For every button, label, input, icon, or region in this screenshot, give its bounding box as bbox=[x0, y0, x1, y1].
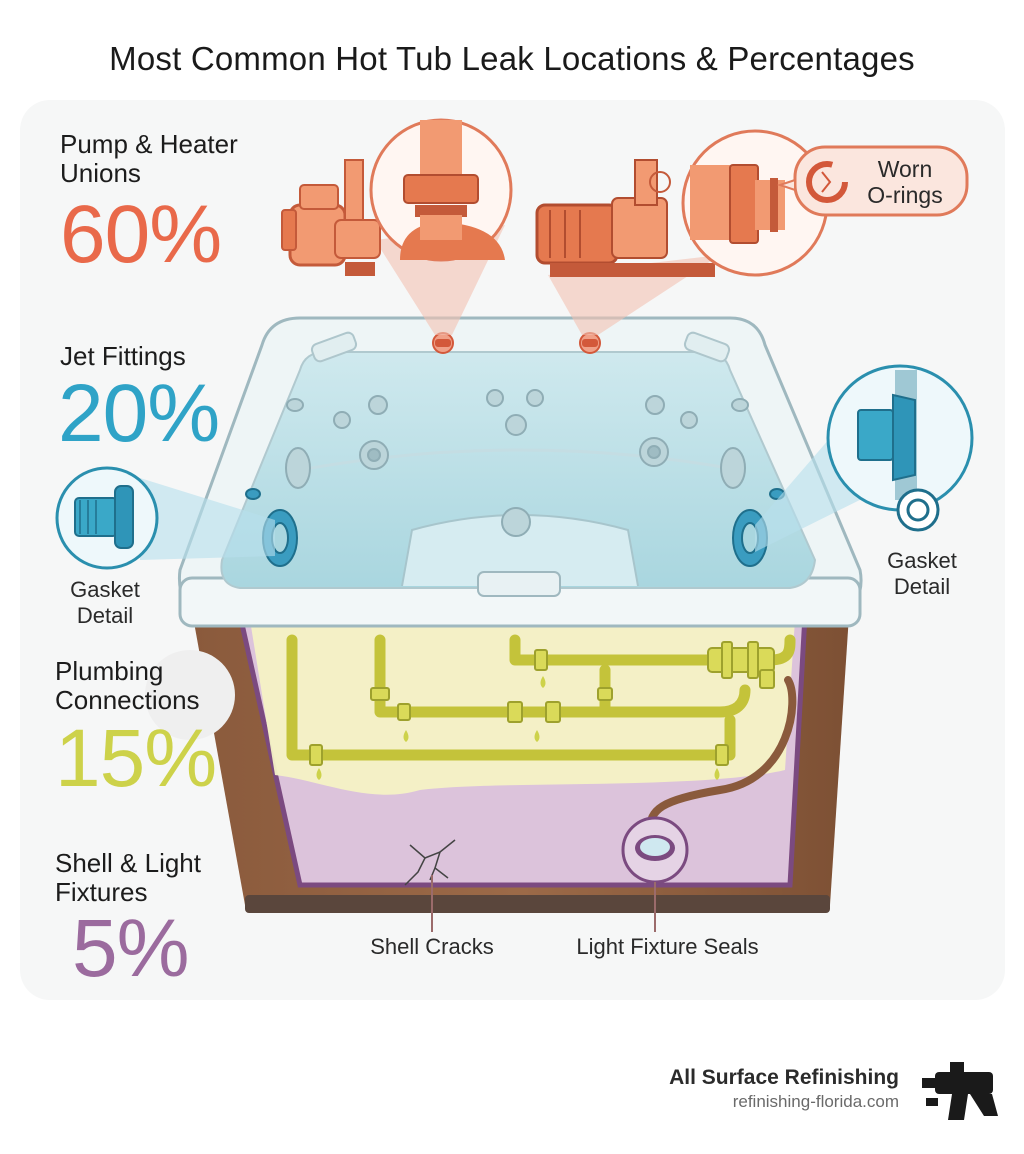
label-line: Fixtures bbox=[55, 877, 148, 907]
brand-name: All Surface Refinishing bbox=[669, 1066, 899, 1089]
label-line: Plumbing bbox=[55, 656, 164, 686]
category-pump-heater-percent: 60% bbox=[60, 189, 222, 280]
label-line: Gasket bbox=[887, 548, 957, 573]
zoom-cone-jet-left bbox=[140, 478, 275, 560]
pipe-couplings bbox=[309, 641, 775, 766]
worn-orings-label: Worn O-rings bbox=[850, 156, 960, 208]
tub-shell bbox=[177, 316, 863, 628]
label-line: Worn bbox=[877, 156, 933, 182]
spray-gun-icon bbox=[922, 1062, 998, 1120]
category-plumbing-label: Plumbing Connections bbox=[55, 657, 200, 715]
label-line: O-rings bbox=[867, 182, 943, 208]
label-line: Detail bbox=[76, 603, 134, 628]
pump-icon bbox=[281, 159, 381, 276]
gasket-ring-icon bbox=[896, 488, 940, 532]
label-line: Connections bbox=[55, 685, 200, 715]
label-line: Detail bbox=[893, 574, 951, 599]
jet-fitting-icon bbox=[55, 466, 159, 570]
union-zoom-left bbox=[369, 118, 513, 262]
jet-fitting-zoom-right bbox=[826, 364, 974, 512]
category-shell-light-percent: 5% bbox=[72, 903, 190, 994]
light-wire bbox=[646, 676, 797, 834]
page-title: Most Common Hot Tub Leak Locations & Per… bbox=[109, 40, 915, 77]
broken-oring-icon bbox=[806, 161, 848, 203]
label-line: Jet Fittings bbox=[60, 341, 186, 371]
leak-markers bbox=[432, 332, 601, 354]
category-jet-fittings-label: Jet Fittings bbox=[60, 342, 186, 371]
category-jet-fittings-percent: 20% bbox=[58, 368, 220, 459]
label-line: Pump & Heater bbox=[60, 129, 238, 159]
light-fixture-seals-label: Light Fixture Seals bbox=[576, 934, 759, 959]
gasket-detail-right-label: Gasket Detail bbox=[872, 548, 972, 600]
water-drips bbox=[316, 676, 720, 780]
jet-fittings bbox=[285, 389, 749, 537]
category-pump-heater-label: Pump & Heater Unions bbox=[60, 130, 238, 188]
category-shell-light-label: Shell & Light Fixtures bbox=[55, 849, 201, 907]
pump-motor bbox=[535, 159, 715, 277]
plumbing-label-highlight bbox=[145, 650, 235, 740]
label-line: Gasket bbox=[70, 577, 140, 602]
brand-url[interactable]: refinishing-florida.com bbox=[732, 1092, 899, 1111]
shell-cracks-label: Shell Cracks bbox=[370, 934, 494, 959]
gasket-detail-left-label: Gasket Detail bbox=[55, 577, 155, 629]
label-line: Unions bbox=[60, 158, 141, 188]
light-fixture-icon bbox=[621, 816, 689, 884]
category-plumbing-percent: 15% bbox=[55, 713, 217, 804]
crack-icon bbox=[404, 839, 456, 886]
label-line: Shell & Light bbox=[55, 848, 201, 878]
